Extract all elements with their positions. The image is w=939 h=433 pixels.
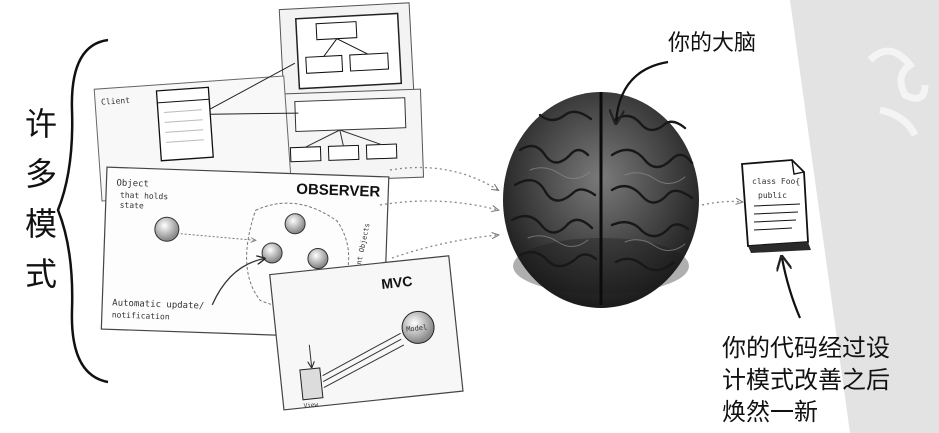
svg-text:MVC: MVC [380, 273, 413, 292]
code-document: class Foo{ public [742, 160, 811, 253]
brain-label: 你的大脑 [668, 31, 756, 56]
svg-text:你的代码经过设: 你的代码经过设 [722, 334, 890, 362]
svg-text:state: state [120, 201, 145, 211]
mvc-diagram: MVC Model View [270, 256, 463, 412]
svg-text:Object: Object [116, 178, 149, 189]
svg-text:View: View [303, 401, 318, 410]
svg-text:计模式改善之后: 计模式改善之后 [722, 366, 890, 394]
svg-text:多: 多 [25, 155, 57, 193]
svg-text:class Foo{: class Foo{ [752, 177, 800, 186]
svg-text:OBSERVER: OBSERVER [296, 181, 381, 201]
svg-text:式: 式 [25, 255, 57, 293]
caption-arrow [782, 258, 800, 318]
svg-text:焕然一新: 焕然一新 [722, 398, 818, 426]
decorator-diagram [279, 3, 414, 102]
many-patterns-label: 许 多 模 式 [25, 105, 57, 293]
svg-text:that holds: that holds [120, 191, 169, 202]
brain-image [503, 92, 699, 308]
svg-text:模: 模 [25, 205, 57, 243]
input-arrows [380, 168, 498, 259]
svg-text:许: 许 [25, 105, 57, 143]
svg-text:public: public [758, 191, 787, 200]
output-arrow [702, 201, 742, 205]
